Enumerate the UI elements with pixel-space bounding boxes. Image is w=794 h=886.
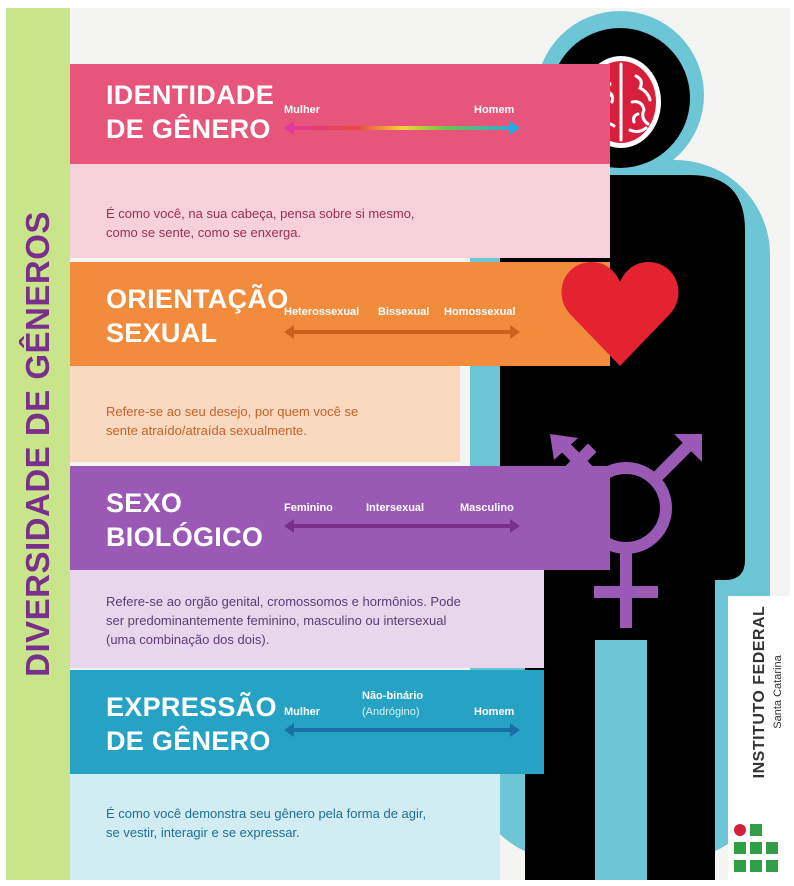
label-nao-binario: Não-binário (362, 690, 424, 702)
institution-logo: INSTITUTO FEDERAL Santa Catarina (728, 596, 790, 880)
side-bar (6, 8, 70, 880)
title-biological-sex: SEXO BIOLÓGICO (106, 486, 263, 554)
label-intersexual: Intersexual (366, 502, 425, 514)
label-homem-expression: Homem (474, 706, 515, 718)
title-line: BIOLÓGICO (106, 522, 264, 552)
desc-sexual-orientation: Refere-se ao seu desejo, por quem você s… (70, 366, 460, 462)
band-gender-identity: IDENTIDADE DE GÊNERO Mulher Homem (70, 64, 610, 164)
institution-campus: Santa Catarina (772, 655, 784, 729)
desc-line: É como você demonstra seu gênero pela fo… (106, 806, 427, 821)
desc-line: Refere-se ao orgão genital, cromossomos … (106, 594, 461, 609)
label-heterossexual: Heterossexual (284, 306, 360, 318)
expression-arrow (284, 723, 520, 737)
title-sexual-orientation: ORIENTAÇÃO SEXUAL (106, 282, 289, 350)
title-line: ORIENTAÇÃO (106, 284, 289, 314)
label-homossexual: Homossexual (444, 306, 516, 318)
desc-line: Refere-se ao seu desejo, por quem você s… (106, 404, 359, 419)
title-gender-identity: IDENTIDADE DE GÊNERO (106, 78, 274, 146)
institution-name: INSTITUTO FEDERAL (751, 605, 768, 779)
gender-spectrum-arrow (284, 121, 520, 135)
title-line: SEXUAL (106, 318, 218, 348)
label-mulher-expression: Mulher (284, 706, 321, 718)
desc-line: É como você, na sua cabeça, pensa sobre … (106, 206, 415, 221)
side-title: DIVERSIDADE DE GÊNEROS (19, 211, 56, 677)
title-line: IDENTIDADE (106, 80, 275, 110)
band-biological-sex: SEXO BIOLÓGICO Feminino Intersexual Masc… (70, 466, 610, 570)
label-feminino: Feminino (284, 502, 333, 514)
desc-line: ser predominantemente feminino, masculin… (106, 613, 447, 628)
label-mulher: Mulher (284, 104, 321, 116)
desc-gender-identity: É como você, na sua cabeça, pensa sobre … (70, 164, 610, 258)
desc-biological-sex: Refere-se ao orgão genital, cromossomos … (70, 570, 544, 668)
desc-line: (uma combinação dos dois). (106, 632, 270, 647)
desc-line: se vestir, interagir e se expressar. (106, 825, 300, 840)
label-androgino: (Andrógino) (362, 706, 420, 718)
title-gender-expression: EXPRESSÃO DE GÊNERO (106, 690, 277, 758)
title-line: DE GÊNERO (106, 726, 271, 756)
title-line: DE GÊNERO (106, 114, 271, 144)
title-line: EXPRESSÃO (106, 692, 277, 722)
biological-sex-arrow (284, 519, 520, 533)
transgender-symbol-icon (550, 433, 702, 628)
desc-line: como se sente, como se enxerga. (106, 225, 302, 240)
label-masculino: Masculino (460, 502, 514, 514)
desc-line: sente atraído/atraída sexualmente. (106, 423, 307, 438)
institution-mark-icon (734, 824, 778, 872)
label-bissexual: Bissexual (378, 306, 430, 318)
label-homem: Homem (474, 104, 515, 116)
band-gender-expression: EXPRESSÃO DE GÊNERO Mulher Não-binário (… (70, 670, 544, 774)
band-sexual-orientation: ORIENTAÇÃO SEXUAL Heterossexual Bissexua… (70, 262, 610, 366)
title-line: SEXO (106, 488, 183, 518)
desc-gender-expression: É como você demonstra seu gênero pela fo… (70, 774, 500, 880)
orientation-arrow (284, 325, 520, 339)
heart-icon (561, 262, 679, 366)
